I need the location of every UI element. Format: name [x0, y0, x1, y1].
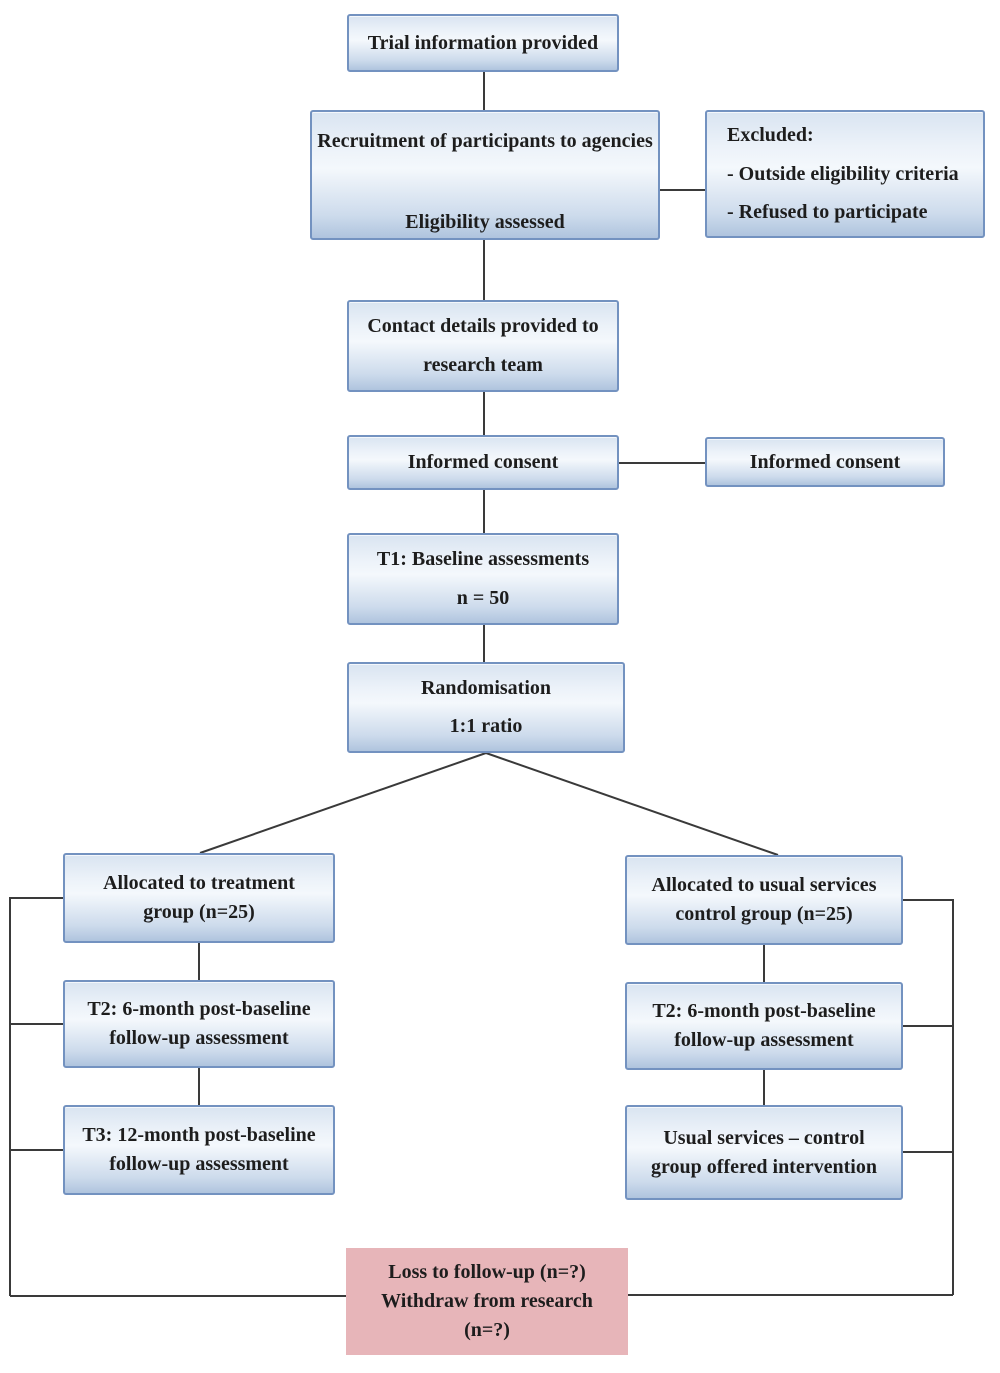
node-t2-treatment: T2: 6-month post-baseline follow-up asse…: [63, 980, 335, 1068]
node-text: Informed consent: [407, 451, 559, 473]
node-recruitment: Recruitment of participants to agencies …: [310, 110, 660, 240]
node-text: Usual services – control: [663, 1126, 865, 1149]
node-text: Allocated to usual services: [651, 874, 877, 896]
connector-randomisation-alloc-control: [485, 752, 779, 856]
node-text: (n=?): [464, 1319, 510, 1341]
node-text: Informed consent: [749, 450, 901, 473]
node-text: Recruitment of participants to agencies: [317, 130, 653, 152]
node-excluded: Excluded: - Outside eligibility criteria…: [705, 110, 985, 238]
node-text: - Outside eligibility criteria: [727, 162, 959, 185]
node-text: follow-up assessment: [674, 1029, 854, 1051]
node-text: follow-up assessment: [109, 1027, 289, 1049]
node-text: Excluded:: [727, 124, 814, 147]
node-allocated-control: Allocated to usual services control grou…: [625, 855, 903, 945]
node-text: T3: 12-month post-baseline: [82, 1124, 316, 1146]
node-text: group (n=25): [143, 901, 255, 923]
node-text: control group (n=25): [675, 903, 853, 925]
node-contact-details: Contact details provided to research tea…: [347, 300, 619, 392]
node-text: Randomisation: [420, 676, 552, 699]
node-text: Eligibility assessed: [405, 211, 565, 233]
node-loss-followup: Loss to follow-up (n=?) Withdraw from re…: [346, 1248, 628, 1355]
node-text: n = 50: [456, 587, 510, 609]
node-usual-services: Usual services – control group offered i…: [625, 1105, 903, 1200]
node-text: Withdraw from research: [381, 1290, 593, 1312]
node-text: T1: Baseline assessments: [376, 548, 590, 570]
node-text: follow-up assessment: [109, 1153, 289, 1175]
node-text: Trial information provided: [367, 31, 599, 54]
node-randomisation: Randomisation 1:1 ratio: [347, 662, 625, 753]
node-informed-consent-right: Informed consent: [705, 437, 945, 487]
node-trial-information: Trial information provided: [347, 14, 619, 72]
node-allocated-treatment: Allocated to treatment group (n=25): [63, 853, 335, 943]
node-informed-consent-left: Informed consent: [347, 435, 619, 490]
node-text: research team: [423, 354, 543, 376]
node-t1-baseline: T1: Baseline assessments n = 50: [347, 533, 619, 625]
node-text: Contact details provided to: [367, 315, 599, 337]
node-text: 1:1 ratio: [449, 715, 523, 738]
node-t2-control: T2: 6-month post-baseline follow-up asse…: [625, 982, 903, 1070]
node-text: T2: 6-month post-baseline: [87, 998, 311, 1020]
node-text: Loss to follow-up (n=?): [388, 1261, 586, 1283]
node-text: group offered intervention: [651, 1155, 877, 1178]
node-text: Allocated to treatment: [103, 872, 295, 894]
node-text: - Refused to participate: [727, 200, 928, 223]
node-t3-treatment: T3: 12-month post-baseline follow-up ass…: [63, 1105, 335, 1195]
node-text: T2: 6-month post-baseline: [652, 1000, 876, 1022]
connector-randomisation-alloc-treatment: [199, 752, 487, 854]
